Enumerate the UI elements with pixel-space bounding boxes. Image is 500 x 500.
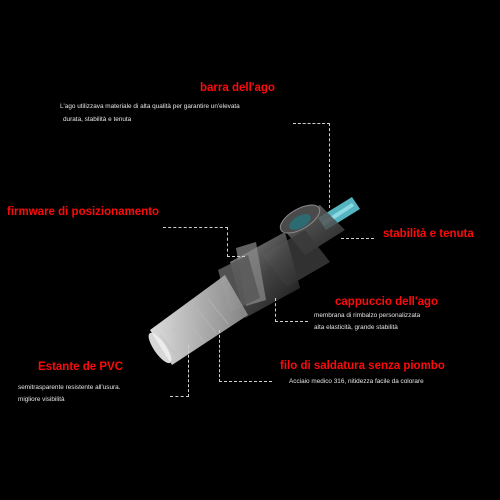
label-estante-desc-2: migliore visibilità [18,396,65,403]
leader-firmware-h2 [227,256,245,257]
leader-firmware-v [227,227,228,257]
label-barra-desc-1: L'ago utilizzava materiale di alta quali… [60,103,240,110]
leader-cappuccio-h [275,321,308,322]
label-cappuccio-title: cappuccio dell'ago [335,296,439,308]
pvc-tip [148,275,248,365]
label-barra-desc-2: durata, stabilità e tenuta [63,116,132,123]
label-barra-title: barra dell'ago [200,82,275,94]
label-cappuccio-desc-1: membrana di rimbalzo personalizzata [314,312,421,319]
label-filo-title: filo di saldatura senza piombo [280,360,445,372]
cartridge-body [218,232,300,318]
leader-estante-v [188,345,189,397]
leader-stabilita [341,238,374,239]
leader-cappuccio-v [275,298,276,322]
label-filo-desc-1: Acciaio medico 316, nitidezza facile da … [289,378,424,385]
leader-estante-h [170,396,189,397]
label-firmware-title: firmware di posizionamento [7,206,160,218]
leader-barra-v [329,123,330,208]
label-estante-title: Estante de PVC [38,361,123,373]
label-stabilita-title: stabilità e tenuta [383,228,474,240]
label-cappuccio-desc-2: alta elasticità, grande stabilità [314,324,398,331]
leader-filo-v [219,330,220,382]
leader-firmware-h [163,227,228,228]
leader-filo-h [219,381,272,382]
label-estante-desc-1: semitrasparente resistente all'usura. [18,384,121,391]
leader-barra-h [293,123,330,124]
